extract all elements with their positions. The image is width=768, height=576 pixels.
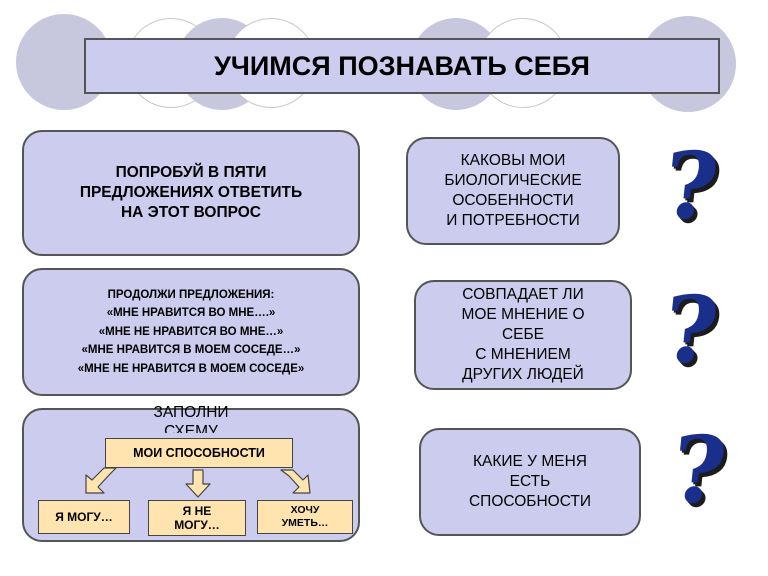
text-line: ЕСТЬ <box>509 473 551 490</box>
text-line: «МНЕ НЕ НРАВИТСЯ ВО МНЕ…» <box>98 325 284 338</box>
slide-title-text: УЧИМСЯ ПОЗНАВАТЬ СЕБЯ <box>214 50 590 81</box>
arrow-middle <box>185 469 211 498</box>
scheme-root-box: МОИ СПОСОБНОСТИ <box>105 438 293 468</box>
text-line: ПРЕДЛОЖЕНИЯХ ОТВЕТИТЬ <box>79 184 303 201</box>
text-line: СПОСОБНОСТИ <box>468 493 591 510</box>
arrow-left <box>85 467 117 494</box>
text-line: УМЕТЬ… <box>281 517 329 529</box>
text-line: ПОПРОБУЙ В ПЯТИ <box>115 164 267 181</box>
question-mark-icon: ? <box>658 276 724 384</box>
text-line: МОГУ… <box>174 518 220 532</box>
scheme-root-label: МОИ СПОСОБНОСТИ <box>133 446 265 460</box>
text-line: ПРОДОЛЖИ ПРЕДЛОЖЕНИЯ: <box>107 288 275 301</box>
text-line: И ПОТРЕБНОСТИ <box>446 212 580 229</box>
text-line: СХЕМУ <box>164 423 218 433</box>
scheme-child-want: ХОЧУ УМЕТЬ… <box>257 500 353 534</box>
panel-opinion-text: СОВПАДАЕТ ЛИ МОЕ МНЕНИЕ О СЕБЕ С МНЕНИЕМ… <box>461 285 584 385</box>
scheme-child-i-can-label: Я МОГУ… <box>55 510 113 524</box>
text-line: НА ЭТОТ ВОПРОС <box>120 204 261 221</box>
text-line: ХОЧУ <box>290 504 320 516</box>
slide-title: УЧИМСЯ ПОЗНАВАТЬ СЕБЯ <box>84 38 720 94</box>
scheme-child-i-can: Я МОГУ… <box>38 500 130 534</box>
panel-opinion: СОВПАДАЕТ ЛИ МОЕ МНЕНИЕ О СЕБЕ С МНЕНИЕМ… <box>414 280 632 390</box>
panel-five-sentences: ПОПРОБУЙ В ПЯТИ ПРЕДЛОЖЕНИЯХ ОТВЕТИТЬ НА… <box>22 130 360 256</box>
question-mark-icon: ? <box>658 132 724 240</box>
text-line: МОЕ МНЕНИЕ О <box>461 306 585 323</box>
panel-abilities: КАКИЕ У МЕНЯ ЕСТЬ СПОСОБНОСТИ <box>419 428 641 536</box>
text-line: Я НЕ <box>182 504 212 518</box>
text-line: С МНЕНИЕМ <box>475 346 571 363</box>
panel-biological-text: КАКОВЫ МОИ БИОЛОГИЧЕСКИЕ ОСОБЕННОСТИ И П… <box>444 151 581 231</box>
text-line: КАКИЕ У МЕНЯ <box>473 453 587 470</box>
text-line: ДРУГИХ ЛЮДЕЙ <box>462 366 584 383</box>
text-line: «МНЕ НРАВИТСЯ ВО МНЕ….» <box>106 307 276 320</box>
panel-biological: КАКОВЫ МОИ БИОЛОГИЧЕСКИЕ ОСОБЕННОСТИ И П… <box>406 137 620 245</box>
panel-fill-scheme-title: ЗАПОЛНИ СХЕМУ <box>153 403 228 433</box>
panel-continue-sentences-text: ПРОДОЛЖИ ПРЕДЛОЖЕНИЯ: «МНЕ НРАВИТСЯ ВО М… <box>78 286 305 379</box>
text-line: СОВПАДАЕТ ЛИ <box>462 286 584 303</box>
scheme-child-i-cannot: Я НЕ МОГУ… <box>148 500 246 536</box>
text-line: БИОЛОГИЧЕСКИЕ <box>444 172 582 189</box>
arrow-right <box>280 469 311 494</box>
question-mark-icon: ? <box>666 416 732 524</box>
text-line: ЗАПОЛНИ <box>153 404 229 421</box>
text-line: ОСОБЕННОСТИ <box>452 192 574 209</box>
panel-five-sentences-text: ПОПРОБУЙ В ПЯТИ ПРЕДЛОЖЕНИЯХ ОТВЕТИТЬ НА… <box>80 163 302 223</box>
text-line: «МНЕ НЕ НРАВИТСЯ В МОЕМ СОСЕДЕ» <box>77 362 305 375</box>
panel-continue-sentences: ПРОДОЛЖИ ПРЕДЛОЖЕНИЯ: «МНЕ НРАВИТСЯ ВО М… <box>22 268 360 396</box>
panel-abilities-text: КАКИЕ У МЕНЯ ЕСТЬ СПОСОБНОСТИ <box>469 452 591 512</box>
text-line: «МНЕ НРАВИТСЯ В МОЕМ СОСЕДЕ…» <box>81 344 301 357</box>
text-line: СЕБЕ <box>501 326 545 343</box>
text-line: КАКОВЫ МОИ <box>460 152 566 169</box>
